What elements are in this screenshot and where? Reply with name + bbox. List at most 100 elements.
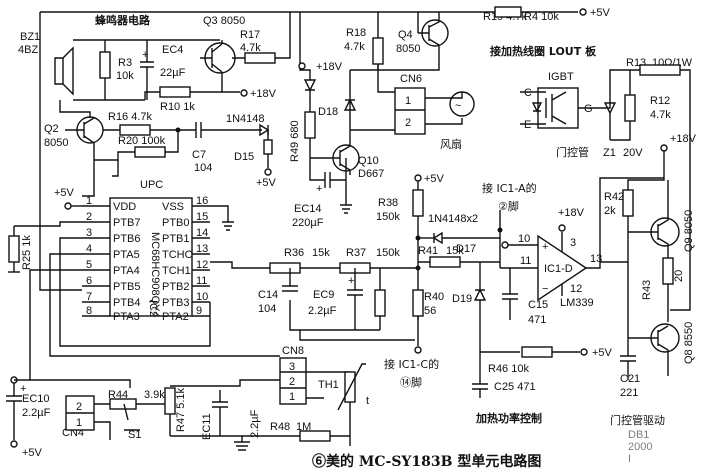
svg-text:2: 2 (76, 401, 82, 413)
heat-power-label: 加热功率控制 (475, 411, 542, 425)
svg-text:10: 10 (518, 233, 530, 245)
r44-label: R44 (108, 389, 128, 401)
svg-text:PTB7: PTB7 (113, 217, 141, 229)
watermark: DB1 2000 I (628, 429, 652, 465)
buzzer-circuit: 蜂鸣器电路 BZ1 4BZ R3 10k + EC4 22µF Q3 8050 … (18, 12, 291, 113)
ic1a-pin: ②脚 (498, 199, 519, 213)
r10-label: R10 1k (160, 101, 195, 113)
ec11-capacitor (212, 390, 228, 436)
svg-text:PTB4: PTB4 (113, 297, 141, 309)
z1-zener (603, 102, 617, 115)
s1-label: S1 (128, 429, 141, 441)
igbt-g: G (584, 103, 593, 115)
svg-text:2000: 2000 (628, 441, 652, 453)
r37-value: 150k (376, 247, 400, 259)
rail-label-18v-cmp: +18V (558, 207, 585, 219)
r40-value: 56 (424, 305, 436, 317)
svg-text:2: 2 (289, 376, 295, 388)
cn6-label: CN6 (400, 73, 422, 85)
r42-value: 2k (604, 205, 616, 217)
r47-label: R47 5.1k (175, 387, 187, 432)
svg-text:13: 13 (196, 243, 208, 255)
r48-resistor (299, 430, 331, 442)
d15-diode (225, 123, 270, 137)
svg-text:+: + (542, 241, 548, 253)
r43-label: R43 (641, 280, 653, 300)
svg-text:TCH1: TCH1 (162, 265, 191, 277)
svg-text:PTB0: PTB0 (162, 217, 190, 229)
buzzer-symbol (54, 57, 64, 85)
diagram-caption: ⑥美的 MC-SY183B 型单元电路图 (312, 453, 541, 470)
ic1d-label: IC1-D (544, 263, 573, 275)
r10-resistor (159, 86, 191, 98)
svg-text:7: 7 (86, 291, 92, 303)
igbt-symbol (537, 87, 579, 129)
ic1c-ref: 接 IC1-C的 (384, 357, 439, 371)
ec10-value: 2.2µF (22, 407, 51, 419)
ec9-label: EC9 (313, 289, 334, 301)
c15-value: 471 (528, 314, 546, 326)
cn8-connector (279, 357, 307, 405)
svg-text:6: 6 (86, 275, 92, 287)
d18-diode (343, 98, 357, 111)
svg-text:3: 3 (570, 237, 576, 249)
svg-text:PTB1: PTB1 (162, 233, 190, 245)
r25-resistor (8, 235, 20, 263)
svg-text:3: 3 (289, 361, 295, 373)
r44-resistor (109, 398, 137, 410)
svg-text:PTB6: PTB6 (113, 233, 141, 245)
s1-switch (123, 403, 140, 431)
igbt-gate-circuit: 接加热线圈 LOUT 板 IGBT C E G R13 10Ω/1W R12 4… (490, 44, 693, 311)
d15-type: 1N4148 (226, 113, 265, 125)
comparator-section: +5V R38 150k 1N4148x2 D17 接 IC1-A的 ②脚 IC… (210, 173, 665, 427)
svg-text:2: 2 (86, 211, 92, 223)
svg-text:1: 1 (289, 391, 295, 403)
c7-label: C7 (192, 149, 206, 161)
gate-label: 门控管 (556, 145, 589, 159)
q2-circuit: Q2 8050 R16 4.7k C7 104 1N4148 D15 +5V R… (44, 100, 277, 197)
svg-text:13: 13 (590, 253, 602, 265)
rail-label: +5V (590, 7, 611, 19)
r25-label: R25 1k (21, 235, 33, 270)
svg-text:8: 8 (86, 305, 92, 317)
r37-label: R37 (346, 247, 366, 259)
svg-text:−: − (542, 283, 548, 295)
svg-text:4: 4 (86, 243, 92, 255)
th1-t: t (366, 395, 369, 407)
r20-resistor (134, 146, 166, 158)
rail-label-5v-vdd: +5V (54, 187, 75, 199)
cn6-connector (394, 87, 426, 135)
r44-value: 3.9k (144, 389, 165, 401)
igbt-label: IGBT (548, 71, 574, 83)
upc-label: UPC (140, 179, 163, 191)
svg-text:PTA3: PTA3 (113, 311, 140, 323)
svg-text:DB1: DB1 (628, 429, 649, 441)
q8-label: Q8 8550 (683, 322, 695, 364)
r12-value: 4.7k (650, 109, 671, 121)
c14-capacitor (282, 285, 298, 292)
r42-label: R42 (604, 191, 624, 203)
svg-text:+: + (348, 275, 354, 287)
r38-label: R38 (378, 197, 398, 209)
buzzer-section-label: 蜂鸣器电路 (95, 13, 151, 27)
svg-text:15: 15 (196, 211, 208, 223)
q2-value: 8050 (44, 137, 68, 149)
q4-value: 8050 (396, 43, 420, 55)
svg-text:5: 5 (86, 259, 92, 271)
svg-text:PTB2: PTB2 (162, 281, 190, 293)
r49-label: R49 680 (289, 120, 301, 162)
r12-resistor (624, 94, 636, 122)
lm339-label: LM339 (560, 297, 594, 309)
svg-text:10: 10 (196, 291, 208, 303)
gate-driver: +18V R42 2k Q9 8050 R43 20 Q8 8550 C21 2… (600, 133, 697, 399)
fan-motor-icon (449, 91, 475, 117)
mcu-ic2: UPC MC68HC908QY4 IC2 1 2 3 4 5 6 7 8 VDD… (8, 179, 234, 323)
r36-value: 15k (312, 247, 330, 259)
r40-resistor (412, 289, 424, 317)
r3-label: R3 (118, 57, 132, 69)
d17-type: 1N4148x2 (428, 213, 478, 225)
buzzer-cone (62, 46, 74, 96)
ec14-capacitor (324, 172, 346, 188)
cn6-pin: 2 (405, 117, 411, 129)
q10-value: D667 (358, 168, 384, 180)
